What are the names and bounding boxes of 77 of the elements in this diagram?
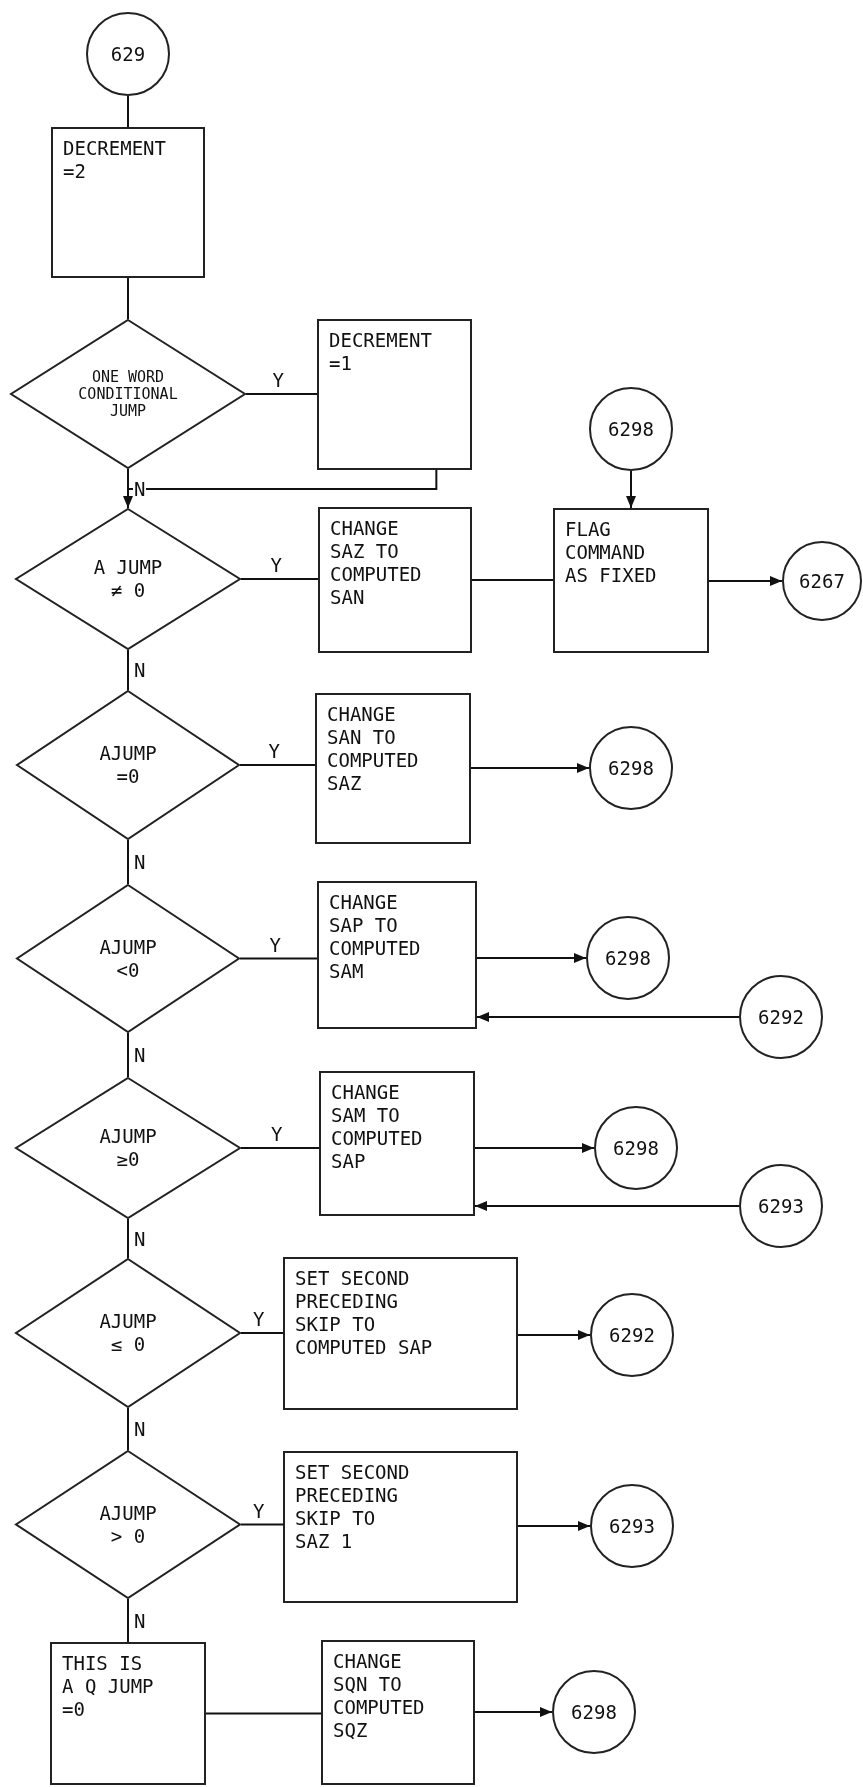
process-text: THIS IS A Q JUMP =0 bbox=[62, 1652, 155, 1721]
connector-number: 6298 bbox=[571, 1700, 617, 1724]
process-box bbox=[553, 508, 709, 653]
connector-line bbox=[240, 1523, 284, 1526]
edge-label: Y bbox=[269, 555, 283, 575]
decision-text: AJUMP > 0 bbox=[98, 1501, 158, 1548]
connector-line bbox=[127, 1032, 129, 1078]
connector-line bbox=[127, 649, 129, 691]
connector-number: 6298 bbox=[608, 756, 654, 780]
connector-number: 6298 bbox=[605, 946, 651, 970]
process-box bbox=[319, 1071, 475, 1216]
process-text: DECREMENT =2 bbox=[63, 137, 167, 183]
edge-label: N bbox=[133, 660, 147, 680]
connector-line bbox=[240, 1147, 320, 1149]
connector-number: 6292 bbox=[609, 1323, 655, 1347]
decision-text: AJUMP =0 bbox=[98, 742, 158, 788]
connector-number: 6298 bbox=[613, 1136, 659, 1160]
edge-label: Y bbox=[252, 1309, 266, 1329]
arrow bbox=[476, 1012, 740, 1022]
decision-text: ONE WORD CONDITIONAL JUMP bbox=[77, 368, 179, 420]
edge-label: Y bbox=[271, 370, 285, 390]
arrow bbox=[708, 576, 783, 586]
arrow bbox=[474, 1707, 553, 1717]
connector-line bbox=[245, 393, 318, 395]
process-text: SET SECOND PRECEDING SKIP TO COMPUTED SAP bbox=[295, 1267, 434, 1359]
process-box bbox=[283, 1451, 518, 1603]
connector-line bbox=[471, 579, 554, 581]
connector-number: 6293 bbox=[609, 1514, 655, 1538]
arrow bbox=[476, 953, 587, 963]
connector-number: 6267 bbox=[799, 569, 845, 593]
connector-line bbox=[239, 764, 316, 766]
connector-line bbox=[239, 957, 318, 960]
process-box bbox=[321, 1640, 475, 1785]
arrow bbox=[474, 1201, 740, 1211]
connector-number: 6293 bbox=[758, 1194, 804, 1218]
connector-line bbox=[205, 1712, 322, 1715]
process-text: DECREMENT =1 bbox=[329, 329, 433, 375]
process-text: CHANGE SAZ TO COMPUTED SAN bbox=[330, 517, 423, 609]
connector-number: 6292 bbox=[758, 1005, 804, 1029]
decision-text: AJUMP <0 bbox=[98, 935, 158, 982]
process-box bbox=[51, 127, 205, 278]
process-text: CHANGE SAM TO COMPUTED SAP bbox=[331, 1081, 424, 1173]
edge-label: Y bbox=[270, 1124, 284, 1144]
process-text: FLAG COMMAND AS FIXED bbox=[565, 518, 658, 587]
decision-text: A JUMP ≠ 0 bbox=[92, 556, 164, 602]
arrow bbox=[474, 1143, 595, 1153]
arrow bbox=[626, 470, 636, 509]
connector-line bbox=[127, 839, 129, 885]
connector-number: 629 bbox=[110, 42, 146, 66]
arrow bbox=[517, 1330, 591, 1340]
process-text: CHANGE SQN TO COMPUTED SQZ bbox=[333, 1650, 426, 1742]
connector-number: 6298 bbox=[608, 417, 654, 441]
process-box bbox=[318, 507, 472, 653]
arrow bbox=[517, 1521, 591, 1531]
arrow bbox=[470, 763, 590, 773]
arrow bbox=[123, 469, 438, 509]
connector-line bbox=[127, 1218, 129, 1259]
process-box bbox=[315, 693, 471, 844]
edge-label: N bbox=[133, 852, 147, 872]
connector-line bbox=[127, 95, 129, 128]
process-box bbox=[317, 319, 472, 470]
process-text: CHANGE SAP TO COMPUTED SAM bbox=[329, 891, 422, 983]
connector-line bbox=[127, 1598, 129, 1643]
decision-text: AJUMP ≤ 0 bbox=[98, 1310, 158, 1356]
process-box bbox=[283, 1257, 518, 1410]
process-text: SET SECOND PRECEDING SKIP TO SAZ 1 bbox=[295, 1461, 411, 1553]
connector-line bbox=[127, 1407, 129, 1451]
connector-line bbox=[240, 578, 319, 580]
edge-label: N bbox=[133, 1419, 147, 1439]
edge-label: N bbox=[133, 1045, 147, 1065]
connector-line bbox=[127, 277, 129, 320]
connector-line bbox=[240, 1332, 284, 1334]
decision-text: AJUMP ≥0 bbox=[98, 1125, 158, 1171]
edge-label: Y bbox=[267, 741, 281, 761]
process-box bbox=[50, 1642, 206, 1785]
process-box bbox=[317, 881, 477, 1029]
process-text: CHANGE SAN TO COMPUTED SAZ bbox=[327, 703, 420, 795]
